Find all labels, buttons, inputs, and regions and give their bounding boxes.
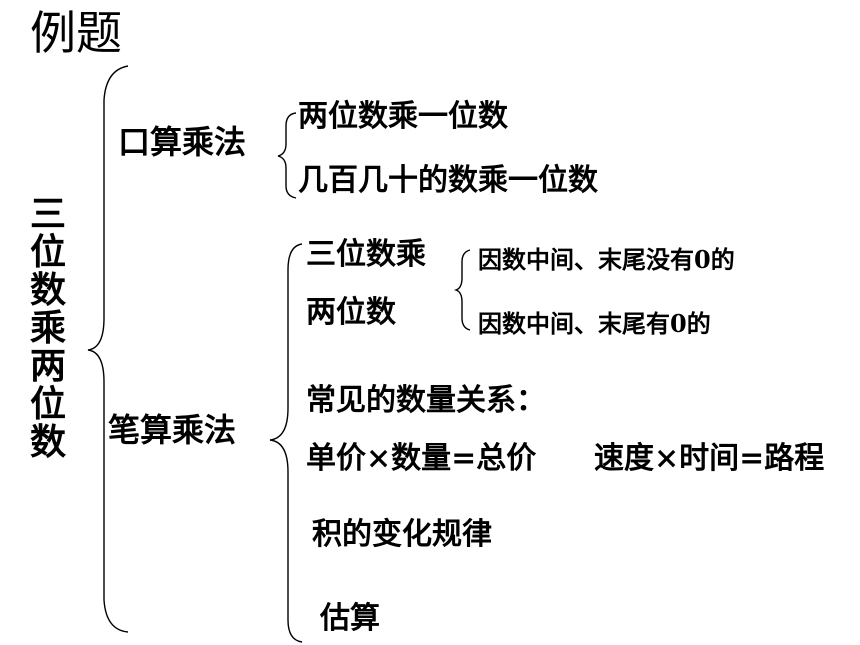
oral-item-hundreds-tens: 几百几十的数乘一位数: [298, 163, 598, 198]
three-by-two-line1: 三位数乘: [306, 237, 426, 272]
case-brace: [453, 249, 471, 331]
root-char: 数: [29, 421, 66, 463]
relation-price: 单价×数量=总价: [306, 441, 537, 476]
root-char: 乘: [29, 307, 66, 349]
oral-multiplication-label: 口算乘法: [118, 123, 247, 161]
product-change-rule: 积的变化规律: [312, 517, 492, 552]
root-char: 位: [29, 383, 66, 425]
estimation: 估算: [320, 601, 380, 636]
oral-item-two-digit: 两位数乘一位数: [298, 99, 508, 134]
root-topic: 三位数乘两位数: [26, 195, 70, 461]
root-char: 数: [29, 269, 66, 311]
written-multiplication-label: 笔算乘法: [108, 411, 237, 449]
root-char: 两: [29, 345, 66, 387]
oral-brace: [277, 112, 297, 199]
root-char: 位: [29, 231, 66, 273]
root-char: 三: [29, 193, 66, 235]
case-no-zero: 因数中间、末尾没有0的: [478, 245, 735, 274]
written-brace: [269, 243, 303, 643]
three-by-two-line2: 两位数: [306, 295, 396, 330]
root-brace: [87, 65, 129, 633]
page-title: 例题: [30, 6, 122, 60]
case-with-zero: 因数中间、末尾有0的: [478, 309, 711, 338]
relation-speed: 速度×时间=路程: [594, 441, 825, 476]
relations-title: 常见的数量关系：: [306, 383, 546, 418]
